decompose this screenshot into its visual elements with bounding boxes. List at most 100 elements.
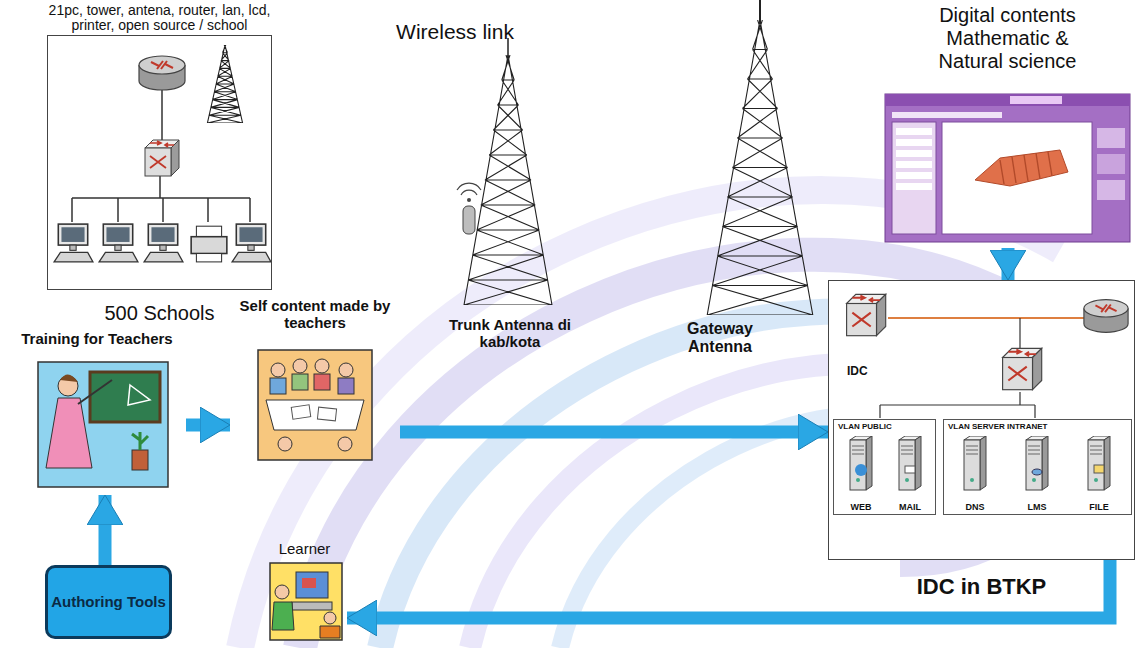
teachers-clipart [258, 350, 372, 460]
vlan-box: VLAN SERVER INTRANET DNS LMS FILE [943, 419, 1132, 515]
teachers-clipart [338, 437, 352, 451]
content-screenshot [1097, 154, 1125, 174]
node-label: Training for Teachers [21, 330, 172, 347]
node-label: LMS [1028, 502, 1047, 512]
gateway-tower [759, 0, 761, 24]
antenna-tower [463, 206, 475, 234]
idc-network-icons [828, 280, 1135, 560]
server-icon: DNS [950, 434, 1000, 512]
tower-label: Trunk Antenna di kab/kota [440, 316, 580, 351]
teachers-clipart [317, 407, 336, 421]
school-lab-box: 21pc, tower, antena, router, lan, lcd, p… [47, 35, 272, 290]
flow-arrow [400, 426, 828, 439]
learner-clipart [270, 563, 342, 640]
learner-clipart [292, 602, 332, 610]
content-screenshot [885, 94, 1130, 242]
antenna-tower [457, 183, 481, 195]
node-label: Learner [279, 540, 331, 557]
gateway-tower [707, 0, 813, 315]
content-screenshot [896, 183, 932, 190]
idc-network-icons [880, 392, 1035, 418]
school-network-icons [161, 88, 163, 140]
learner-clipart [270, 563, 342, 640]
clipart-node: Self content made by teachers [230, 298, 400, 463]
node-caption: IDC in BTKP [917, 574, 1047, 599]
school-network-icons [47, 35, 272, 290]
content-screenshot [1097, 180, 1125, 200]
school-network-icons [207, 45, 242, 123]
clipart-node: Training for Teachers [8, 330, 186, 495]
idc-network-icons [1032, 469, 1042, 475]
training-clipart [46, 398, 92, 468]
content-panel: Digital contents Mathematic & Natural sc… [880, 4, 1135, 248]
content-screenshot [1000, 152, 1052, 184]
school-network-icons [72, 175, 250, 222]
content-screenshot [885, 94, 1130, 106]
node-label: IDC [847, 365, 868, 379]
school-network-icons [47, 35, 272, 290]
flow-arrow [99, 495, 112, 565]
training-clipart [38, 362, 168, 487]
teachers-clipart [270, 378, 286, 394]
content-screenshot [1097, 128, 1125, 148]
school-network-icons [54, 224, 93, 262]
training-clipart [128, 385, 150, 405]
server-icon: FILE [1074, 434, 1124, 512]
node-label: DNS [965, 502, 984, 512]
flow-arrow [347, 560, 1110, 618]
node-label: FILE [1089, 502, 1109, 512]
learner-clipart [302, 578, 316, 588]
training-clipart [90, 372, 160, 422]
school-network-icons [145, 140, 179, 176]
teachers-clipart [292, 374, 308, 390]
teachers-clipart [258, 350, 372, 460]
training-clipart [78, 380, 112, 404]
flow-arrow [186, 419, 230, 432]
teachers-clipart [339, 363, 353, 377]
idc-network-icons [1026, 436, 1048, 490]
teachers-clipart [278, 437, 292, 451]
content-screenshot [896, 150, 932, 157]
content-screenshot [1010, 96, 1062, 104]
server-icon: WEB [838, 434, 884, 512]
server-icon: MAIL [887, 434, 933, 512]
teachers-clipart [315, 359, 329, 373]
clipart-node: Learner [262, 540, 347, 645]
tool-box: Authoring Tools [45, 565, 172, 639]
content-screenshot [942, 122, 1092, 234]
idc-network-icons [899, 436, 921, 490]
idc-network-icons [1084, 300, 1128, 333]
vlan-box: VLAN PUBLICWEBMAIL [833, 419, 936, 515]
idc-box: IDCIDC in BTKPVLAN PUBLICWEBMAILVLAN SER… [828, 280, 1135, 560]
training-clipart [38, 362, 168, 487]
content-screenshot [896, 172, 932, 179]
learner-clipart [275, 585, 289, 599]
node-label: Self content made by teachers [233, 298, 398, 331]
idc-network-icons [855, 464, 867, 476]
content-screenshot [896, 161, 932, 168]
node-label: WEB [851, 502, 872, 512]
school-network-icons [191, 226, 227, 262]
teachers-clipart [314, 374, 330, 390]
teachers-clipart [266, 400, 364, 430]
learner-clipart [272, 602, 294, 630]
antenna-tower [464, 55, 552, 305]
idc-network-icons [828, 280, 1135, 560]
teachers-clipart [338, 378, 354, 394]
learner-clipart [324, 612, 336, 624]
idc-network-icons [850, 436, 872, 490]
training-clipart [132, 432, 148, 450]
content-screenshot [896, 139, 932, 146]
node-label: VLAN SERVER INTRANET [948, 422, 1047, 431]
content-screenshot [885, 94, 1130, 242]
server-icon: LMS [1012, 434, 1062, 512]
teachers-clipart [291, 405, 310, 419]
idc-network-icons [1003, 348, 1042, 389]
training-clipart [60, 374, 78, 382]
node-label: MAIL [899, 502, 921, 512]
idc-network-icons [1019, 318, 1020, 350]
school-network-icons [232, 224, 271, 262]
learner-clipart [320, 626, 340, 638]
teachers-clipart [293, 359, 307, 373]
